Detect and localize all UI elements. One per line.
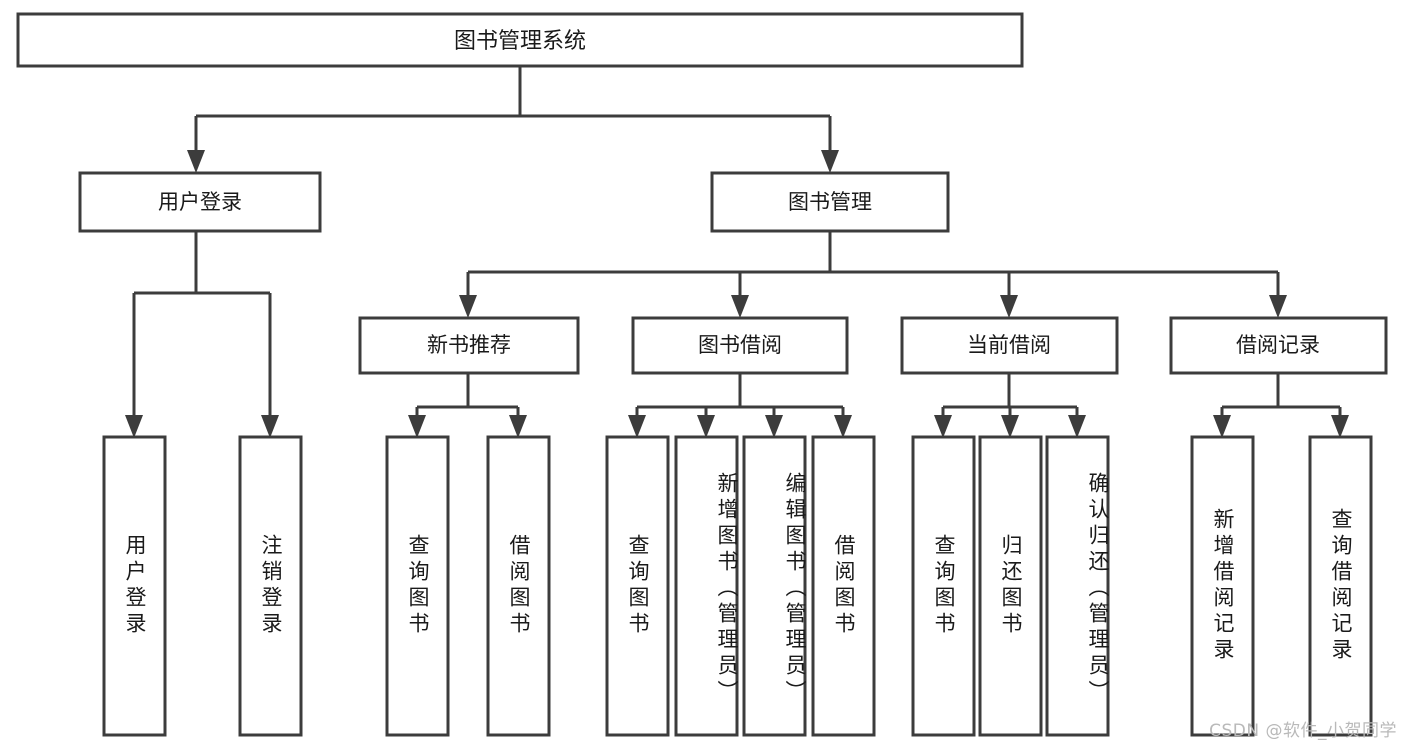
connector-group-bookborrow (628, 373, 852, 438)
node-root-label: 图书管理系统 (454, 29, 586, 54)
leaf-box-new-book-1[interactable] (385, 435, 450, 737)
arrow-head-newbook (459, 295, 477, 318)
arrow-head-borrowrecord (1269, 295, 1287, 318)
arrow-head-bookborrow-leaf-1 (628, 415, 646, 438)
arrow-head-bookborrow-leaf-3 (765, 415, 783, 438)
arrow-head-newbook-leaf-1 (408, 415, 426, 438)
connector-group-bookmgmt (459, 231, 1287, 318)
connector-group-currentborrow (934, 373, 1086, 438)
arrow-head-bookmgmt (821, 150, 839, 173)
arrow-head-currentborrow-leaf-2 (1001, 415, 1019, 438)
leaf-box-borrow-record-2[interactable] (1308, 435, 1373, 737)
leaf-box-user-login-1[interactable] (102, 435, 167, 737)
node-book-borrow-box[interactable] (631, 316, 849, 375)
leaf-box-book-borrow-4[interactable] (811, 435, 876, 737)
node-new-book-recommend-box[interactable] (358, 316, 580, 375)
node-user-login-box[interactable] (78, 171, 322, 233)
node-book-borrow-label: 图书借阅 (698, 333, 782, 357)
node-user-login-label: 用户登录 (158, 190, 242, 214)
node-current-borrow-label: 当前借阅 (967, 333, 1051, 357)
arrow-head-currentborrow-leaf-3 (1068, 415, 1086, 438)
node-book-management-label: 图书管理 (788, 190, 872, 214)
node-current-borrow-box[interactable] (900, 316, 1119, 375)
leaf-box-borrow-record-1[interactable] (1190, 435, 1255, 737)
arrow-head-borrowrecord-leaf-1 (1213, 415, 1231, 438)
connector-group-newbook (408, 373, 527, 438)
leaf-box-book-borrow-2[interactable] (674, 435, 739, 737)
arrow-head-logout-leaf (261, 415, 279, 438)
connector-group-userlogin (125, 231, 279, 438)
leaf-box-current-borrow-2[interactable] (978, 435, 1043, 737)
node-root-box[interactable] (16, 12, 1024, 68)
connector-group-borrowrecord (1213, 373, 1349, 438)
arrow-head-currentborrow-leaf-1 (934, 415, 952, 438)
arrow-head-user-login-leaf (125, 415, 143, 438)
node-borrow-record-box[interactable] (1169, 316, 1388, 375)
arrow-head-currentborrow (1000, 295, 1018, 318)
leaf-box-new-book-2[interactable] (486, 435, 551, 737)
leaf-box-current-borrow-3[interactable] (1045, 435, 1110, 737)
leaf-box-user-login-2[interactable] (238, 435, 303, 737)
arrow-head-borrowrecord-leaf-2 (1331, 415, 1349, 438)
node-borrow-record-label: 借阅记录 (1236, 333, 1320, 357)
arrow-head-userlogin (187, 150, 205, 173)
connector-group-root (187, 66, 839, 173)
node-new-book-recommend-label: 新书推荐 (427, 333, 511, 357)
arrow-head-newbook-leaf-2 (509, 415, 527, 438)
arrow-head-bookborrow-leaf-2 (697, 415, 715, 438)
watermark-text: CSDN @软件_小贺同学 (1209, 721, 1397, 741)
arrow-head-bookborrow (731, 295, 749, 318)
node-book-management-box[interactable] (710, 171, 950, 233)
leaf-box-current-borrow-1[interactable] (911, 435, 976, 737)
arrow-head-bookborrow-leaf-4 (834, 415, 852, 438)
leaf-box-book-borrow-1[interactable] (605, 435, 670, 737)
leaf-box-book-borrow-3[interactable] (742, 435, 807, 737)
